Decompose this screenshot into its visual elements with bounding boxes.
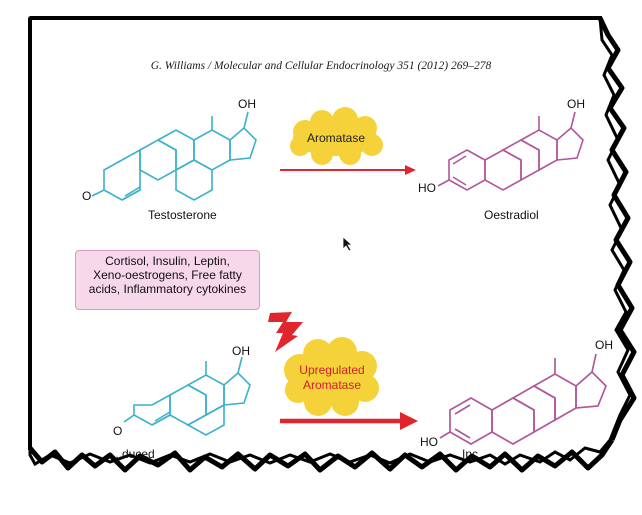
oestradiol-oh: OH [567, 97, 585, 111]
mouse-cursor-icon [342, 236, 354, 252]
upregulated-aromatase-cloud [284, 337, 379, 416]
testosterone-ketone: O [82, 189, 91, 203]
upregulated-label-1: Upregulated [299, 363, 364, 377]
oestradiol-structure [437, 111, 584, 191]
factors-box: Cortisol, Insulin, Leptin, Xeno-oestroge… [75, 250, 260, 310]
increased-oestradiol-oh: OH [595, 338, 613, 352]
torn-edge-bottom [28, 438, 615, 473]
reduced-label-partial: ...duced [112, 447, 155, 461]
reduced-testosterone-oh: OH [232, 344, 250, 358]
lightning-bolt-icon [268, 312, 303, 352]
testosterone-oh: OH [238, 97, 256, 111]
testosterone-label: Testosterone [148, 208, 217, 222]
increased-oestradiol-ho: HO [420, 435, 438, 449]
increased-label-partial: Inc [462, 447, 479, 461]
journal-header: G. Williams / Molecular and Cellular End… [150, 60, 492, 72]
reduced-testosterone-structure [123, 356, 251, 436]
reduced-testosterone-ketone: O [113, 424, 122, 438]
factor-line-2: Xeno-oestrogens, Free fatty [93, 268, 242, 282]
oestradiol-ho: HO [418, 181, 436, 195]
aromatase-cloud [290, 107, 383, 165]
testosterone-structure [91, 111, 257, 201]
torn-edge-right [597, 16, 637, 441]
upregulated-label-2: Aromatase [303, 378, 361, 392]
aromatase-label: Aromatase [307, 131, 365, 145]
oestradiol-label: Oestradiol [484, 208, 539, 222]
factor-line-1: Cortisol, Insulin, Leptin, [105, 254, 230, 268]
increased-oestradiol-structure [439, 353, 607, 445]
top-arrowhead [405, 165, 416, 175]
bottom-arrowhead [400, 412, 418, 430]
factor-line-3: acids, Inflammatory cytokines [88, 282, 247, 296]
